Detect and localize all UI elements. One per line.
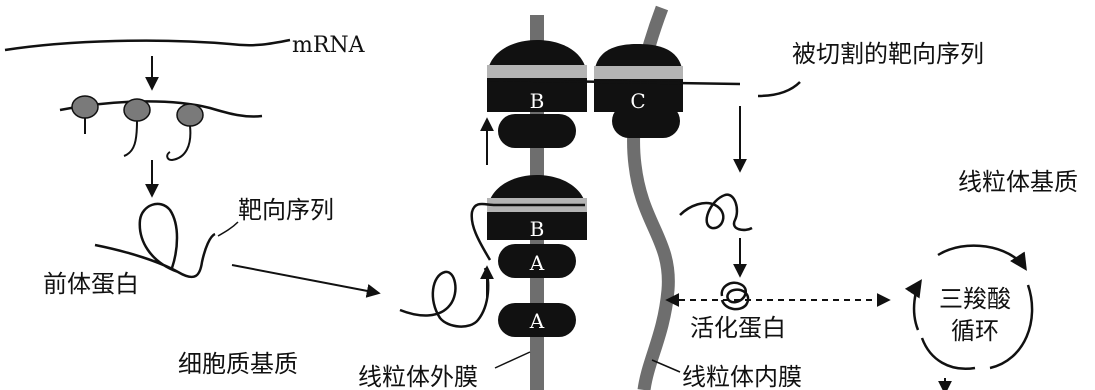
targeting-sequence-leader [217,221,239,237]
precursor-protein [94,202,216,279]
complex-c-label: C [630,89,645,113]
tca-cycle-arc-right [989,284,1034,370]
mrna-strand [4,38,291,52]
cytoplasmic-matrix-label: 细胞质基质 [178,350,298,378]
ribosome-1 [71,95,99,134]
precursor-protein-label: 前体蛋白 [43,270,139,298]
active-protein-label: 活化蛋白 [690,314,786,342]
complex-a-lower: A [498,303,576,337]
outer-membrane-leader [494,351,531,369]
tca-cycle-label-line1: 三羧酸 [939,285,1011,313]
inner-membrane-leader [651,359,681,373]
tca-cycle-arc-top [937,244,1027,271]
mitochondrial-matrix-label: 线粒体基质 [958,168,1078,196]
complex-c: C [594,44,683,138]
targeting-sequence-label: 靶向序列 [238,196,334,224]
tca-cycle-arc-bottom [920,337,976,370]
protein-spanning-both-membranes [486,78,741,86]
inner-membrane-label: 线粒体内膜 [682,363,802,390]
complex-b-upper: B [487,40,587,148]
protein-through-upper-import [470,202,585,261]
mrna-label: mRNA [292,33,366,58]
unfolded-protein-in-matrix [679,193,753,232]
complex-b-upper-label: B [530,89,545,113]
arrow-precursor-to-membrane [231,264,381,298]
cleaved-targeting-sequence-fragment [757,81,801,98]
complex-b-lower-label: B [530,217,545,241]
complex-a-upper: A [498,244,576,278]
protein-through-lower-import [399,267,490,328]
ribosome-3 [166,103,204,162]
complex-a-lower-label: A [529,309,545,333]
ribosome-2 [123,98,151,157]
active-protein-folded [720,281,750,311]
outer-membrane-label: 线粒体外膜 [358,363,478,390]
cleaved-targeting-sequence-label: 被切割的靶向序列 [792,40,984,68]
tca-cycle-label-line2: 循环 [951,317,999,345]
tca-cycle-arc-left [904,279,922,331]
complex-a-upper-label: A [529,251,545,275]
complex-b-lower: B [487,175,587,241]
